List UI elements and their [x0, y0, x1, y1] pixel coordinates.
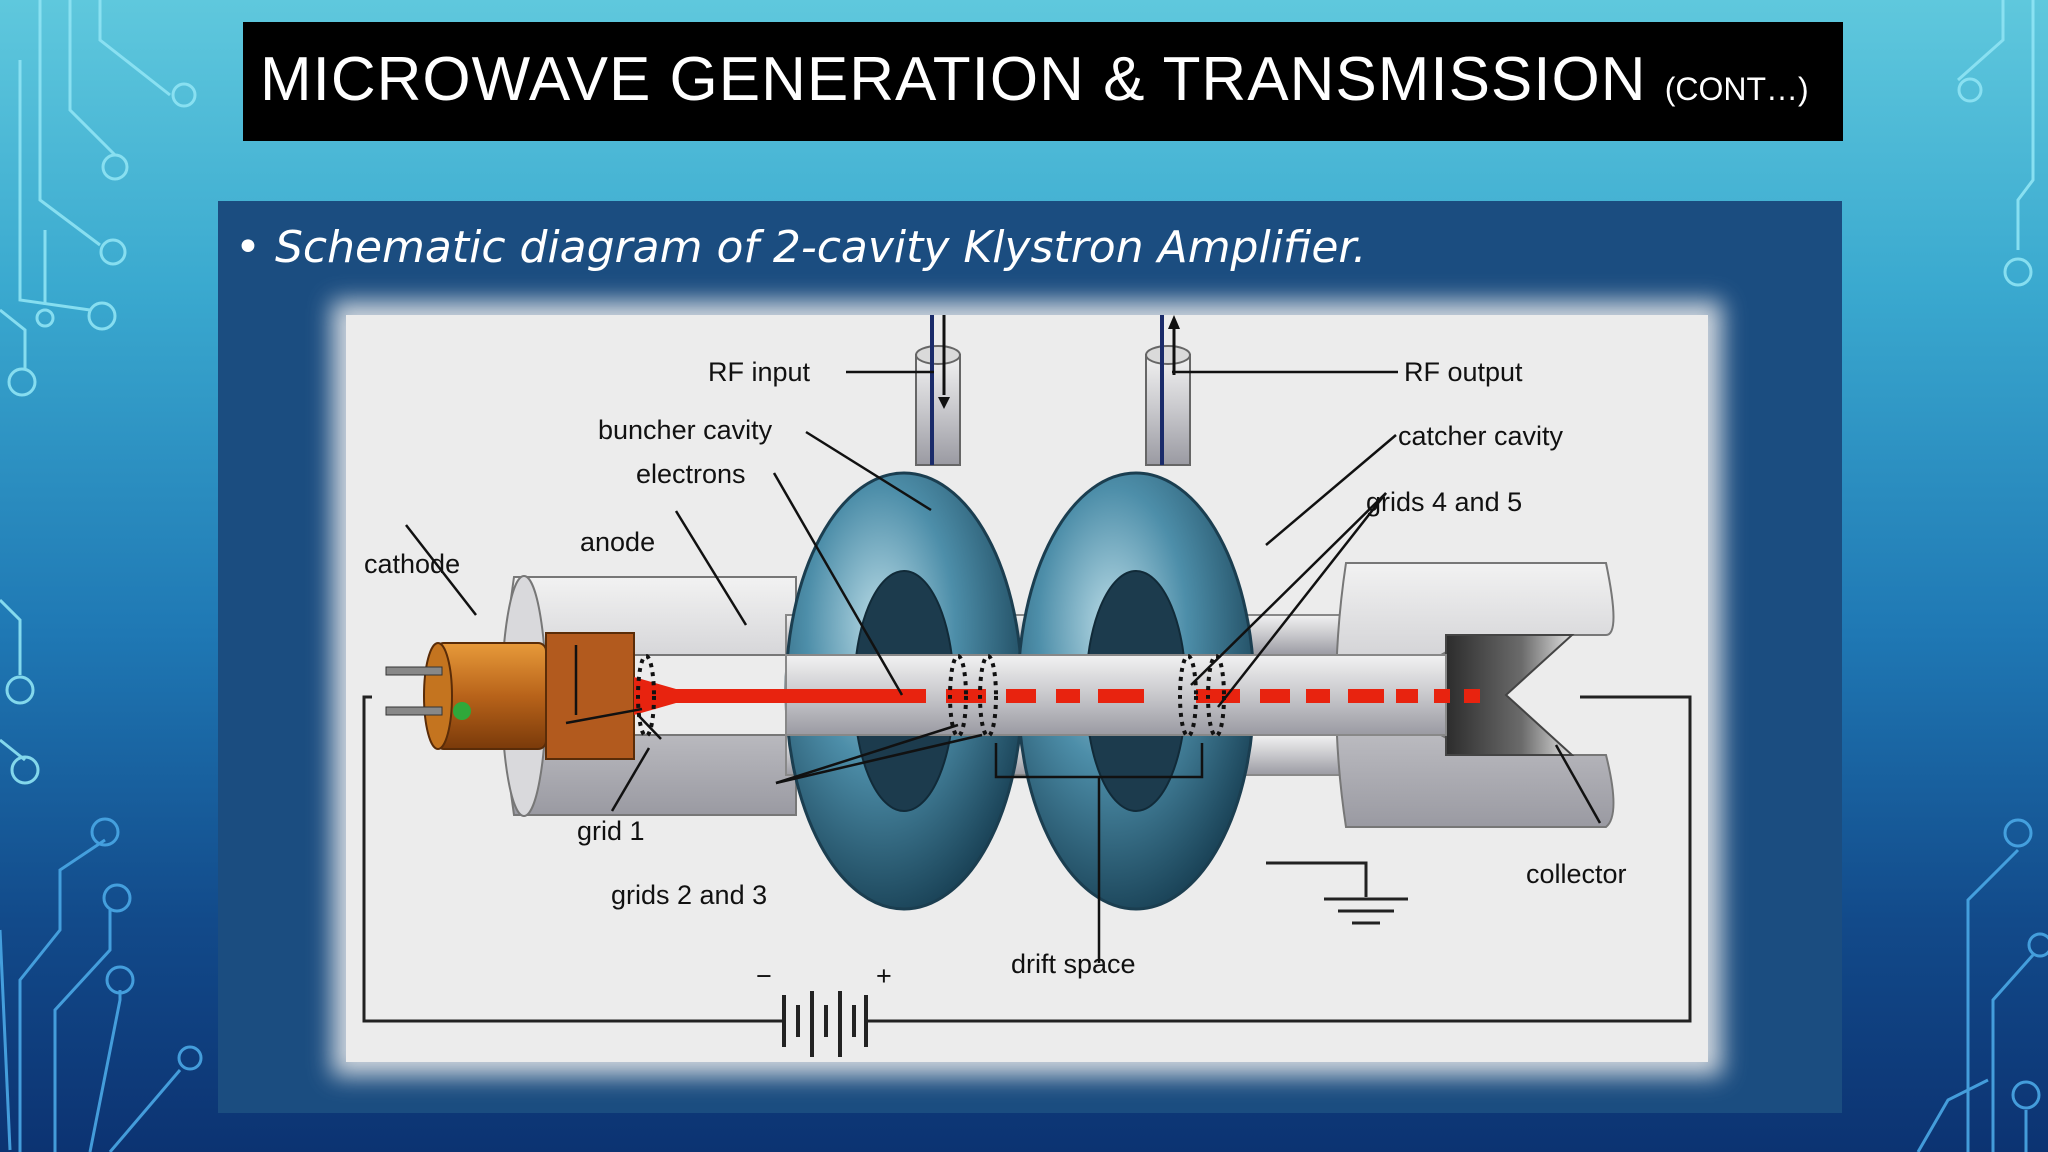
klystron-figure: − +	[346, 315, 1708, 1062]
rf-input-stub	[915, 315, 961, 466]
label-rf-output: RF output	[1404, 357, 1523, 387]
circuit-decoration-right	[1916, 0, 2048, 1152]
label-grid-1: grid 1	[577, 816, 645, 846]
label-rf-input: RF input	[708, 357, 811, 387]
slide-title-suffix: (CONT…)	[1664, 71, 1809, 107]
title-bar	[243, 22, 1843, 141]
leader-lines	[405, 370, 1602, 963]
bullet-text: Schematic diagram of 2-cavity Klystron A…	[274, 222, 1367, 273]
label-collector: collector	[1526, 859, 1627, 889]
label-electrons: electrons	[636, 459, 746, 489]
slide-title: MICROWAVE GENERATION & TRANSMISSION (CON…	[260, 38, 1809, 131]
slide-title-main: MICROWAVE GENERATION & TRANSMISSION	[260, 45, 1647, 114]
label-catcher-cavity: catcher cavity	[1398, 421, 1564, 451]
electron-beam	[634, 677, 1480, 715]
label-grids-2-and-3: grids 2 and 3	[611, 880, 767, 910]
label-buncher-cavity: buncher cavity	[598, 415, 773, 445]
circuit-wire	[362, 695, 1692, 1023]
label-cathode: cathode	[364, 549, 460, 579]
bullet-dot-icon: •	[235, 222, 261, 273]
klystron-diagram: − +	[362, 315, 1692, 1057]
cathode-assembly	[385, 632, 635, 760]
battery-plus-label: +	[876, 961, 892, 991]
grids	[636, 654, 1226, 738]
battery-minus-label: −	[756, 961, 772, 991]
label-drift-space: drift space	[1011, 949, 1136, 979]
circuit-decoration-left	[0, 0, 203, 1152]
bullet-item: • Schematic diagram of 2-cavity Klystron …	[235, 222, 1366, 273]
ground-icon	[1266, 861, 1408, 925]
label-grids-4-and-5: grids 4 and 5	[1366, 487, 1522, 517]
rf-output-stub	[1145, 315, 1191, 466]
label-anode: anode	[580, 527, 655, 557]
battery-icon	[782, 991, 868, 1057]
